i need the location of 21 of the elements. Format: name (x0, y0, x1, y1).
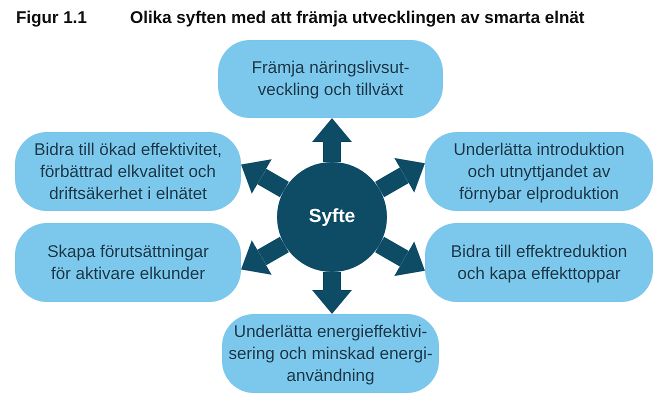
figure-title: Olika syften med att främja utvecklingen av smarta elnät (130, 8, 584, 28)
arrow (241, 159, 289, 198)
arrow (375, 236, 425, 276)
goal-box (425, 223, 653, 302)
goal-box (425, 132, 653, 211)
goal-box (15, 132, 241, 211)
goal-text: Främja näringslivsut- veckling och tillväxt (250, 57, 410, 101)
hub-label: Syfte (308, 206, 356, 228)
arrow (312, 272, 352, 314)
goal-text: Underlätta introduktion och utnyttjandet av förnybar elproduktion (452, 138, 626, 204)
figure-number: Figur 1.1 (16, 8, 87, 28)
goal-box (15, 223, 241, 302)
goal-text: Skapa förutsättningar för aktivare elkunder (46, 240, 210, 284)
goal-text: Underlätta energieffektivi- sering och minskad energi- användning (227, 320, 434, 386)
goal-box (218, 40, 443, 118)
arrow (375, 158, 425, 198)
arrow (241, 236, 289, 275)
arrow (312, 118, 352, 162)
goal-box (222, 314, 439, 393)
goal-text: Bidra till ökad effektivitet, förbättrad elkvalitet och driftsäkerhet i elnätet (33, 138, 223, 204)
goal-text: Bidra till effektreduktion och kapa effekttoppar (450, 240, 628, 284)
